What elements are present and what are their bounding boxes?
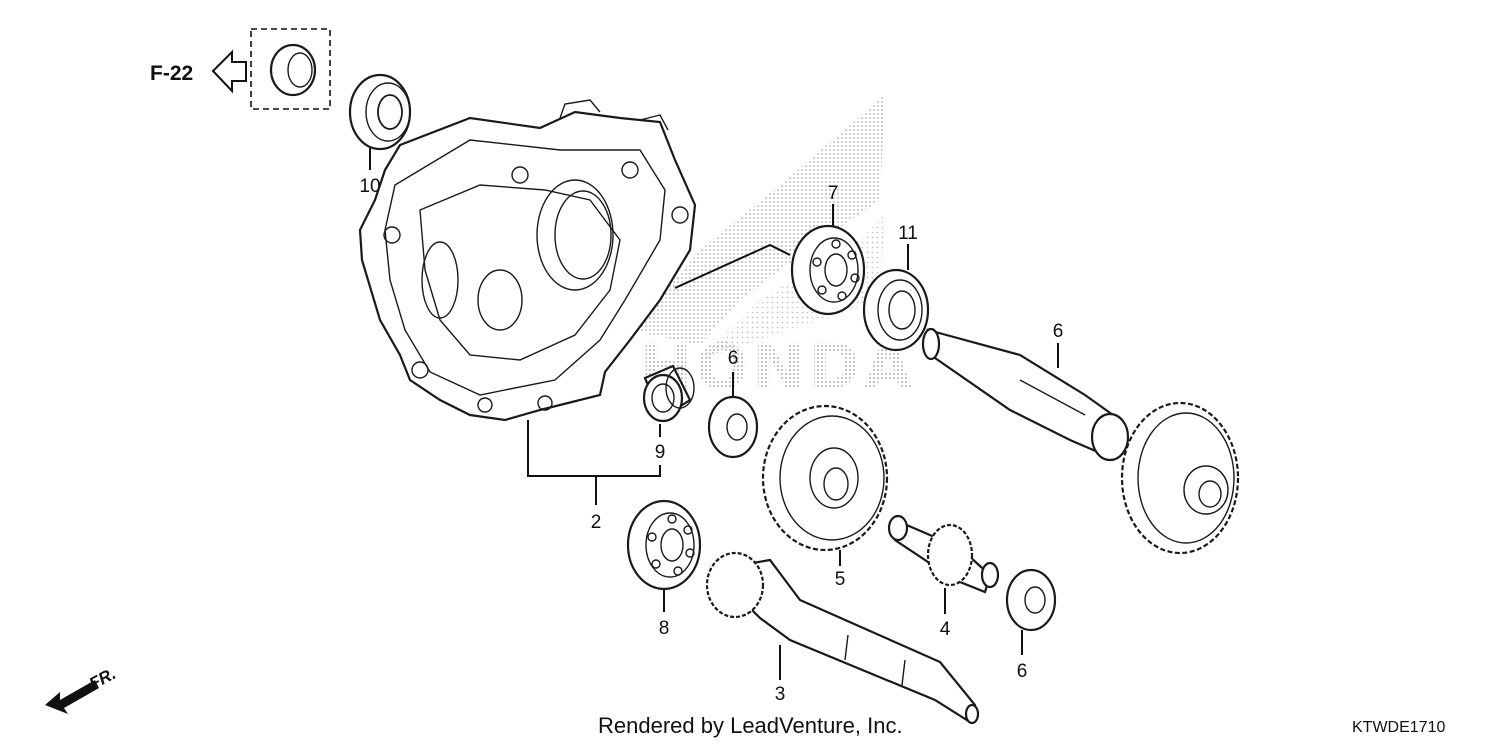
reference-bushing-icon	[269, 43, 317, 97]
reference-arrow-icon	[211, 49, 247, 94]
callout-4: 5	[835, 569, 846, 590]
countershaft-5	[921, 327, 1240, 555]
wing-stripe-watermark	[700, 215, 885, 360]
callout-6-upper: 6	[728, 348, 739, 369]
front-arrow-icon	[45, 680, 99, 714]
gear-4	[761, 404, 889, 552]
callout-9: 9	[655, 442, 666, 463]
oil-seal-11	[862, 268, 930, 352]
callout-7: 7	[828, 183, 839, 204]
diagram-code: KTWDE1710	[1352, 719, 1445, 736]
transmission-case-1	[358, 99, 697, 422]
credit-text: Rendered by LeadVenture, Inc.	[598, 713, 903, 738]
callout-10: 10	[359, 176, 380, 197]
callout-5: 6	[1053, 321, 1064, 342]
oil-seal-10	[348, 73, 412, 151]
pinion-3	[887, 514, 1000, 594]
needle-bearing-9	[642, 364, 695, 423]
callout-8: 8	[659, 618, 670, 639]
reference-label: F-22	[150, 62, 193, 85]
callout-1: 2	[591, 512, 602, 533]
callout-11: 11	[898, 223, 918, 244]
callout-2: 3	[775, 684, 786, 705]
washer-6-upper	[707, 395, 759, 459]
bearing-7	[790, 224, 866, 316]
washer-6-lower	[1005, 568, 1057, 632]
callout-3: 4	[940, 619, 951, 640]
bearing-8	[626, 499, 702, 591]
wing-logo-watermark	[630, 95, 885, 345]
callout-6-lower: 6	[1017, 661, 1028, 682]
drive-shaft-2	[705, 551, 980, 725]
